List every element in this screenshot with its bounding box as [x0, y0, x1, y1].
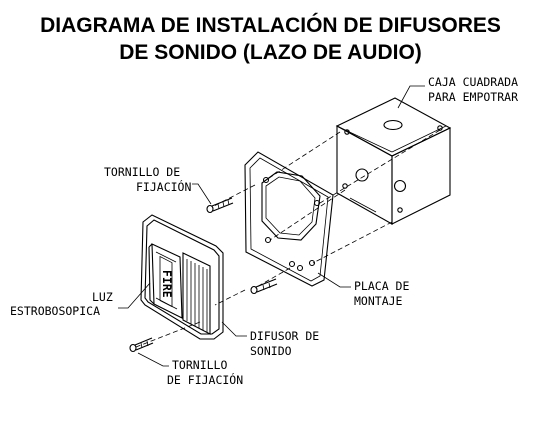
- label-top-screw: TORNILLO DE FIJACIÓN: [104, 165, 212, 205]
- bottom-fixing-screw: [129, 337, 154, 353]
- mounting-plate: [244, 151, 334, 287]
- label-strobe-line-1: LUZ: [92, 290, 113, 304]
- alignment-lines: [135, 129, 441, 348]
- label-screw-bottom-line-1: TORNILLO: [172, 358, 227, 372]
- label-screw-bottom-line-2: DE FIJACIÓN: [167, 372, 243, 387]
- square-back-box: [335, 97, 452, 225]
- label-screw-top-line-2: FIJACIÓN: [136, 179, 191, 194]
- device-fire-text: FIRE: [160, 270, 174, 298]
- label-square-box: CAJA CUADRADA PARA EMPOTRAR: [397, 75, 518, 109]
- label-speaker-line-1: DIFUSOR DE: [250, 329, 319, 343]
- mid-fixing-screw: [250, 278, 278, 295]
- label-speaker-line-2: SONIDO: [250, 344, 292, 358]
- top-fixing-screw: [206, 197, 234, 214]
- label-strobe-line-2: ESTROBOSOPICA: [10, 304, 100, 318]
- label-plate-line-1: PLACA DE: [354, 279, 409, 293]
- diagram-title-line-1: DIAGRAMA DE INSTALACIÓN DE DIFUSORES: [40, 14, 501, 37]
- label-plate-line-2: MONTAJE: [354, 294, 403, 308]
- label-mounting-plate: PLACA DE MONTAJE: [317, 272, 409, 308]
- diagram-title-line-2: DE SONIDO (LAZO DE AUDIO): [119, 41, 422, 64]
- label-screw-top-line-1: TORNILLO DE: [104, 165, 180, 179]
- label-bottom-screw: TORNILLO DE FIJACIÓN: [137, 352, 243, 387]
- label-box-line-1: CAJA CUADRADA: [428, 75, 518, 89]
- label-speaker: DIFUSOR DE SONIDO: [221, 321, 319, 358]
- label-box-line-2: PARA EMPOTRAR: [428, 90, 518, 104]
- label-strobe: LUZ ESTROBOSOPICA: [10, 282, 151, 318]
- sound-speaker-device: [140, 214, 224, 340]
